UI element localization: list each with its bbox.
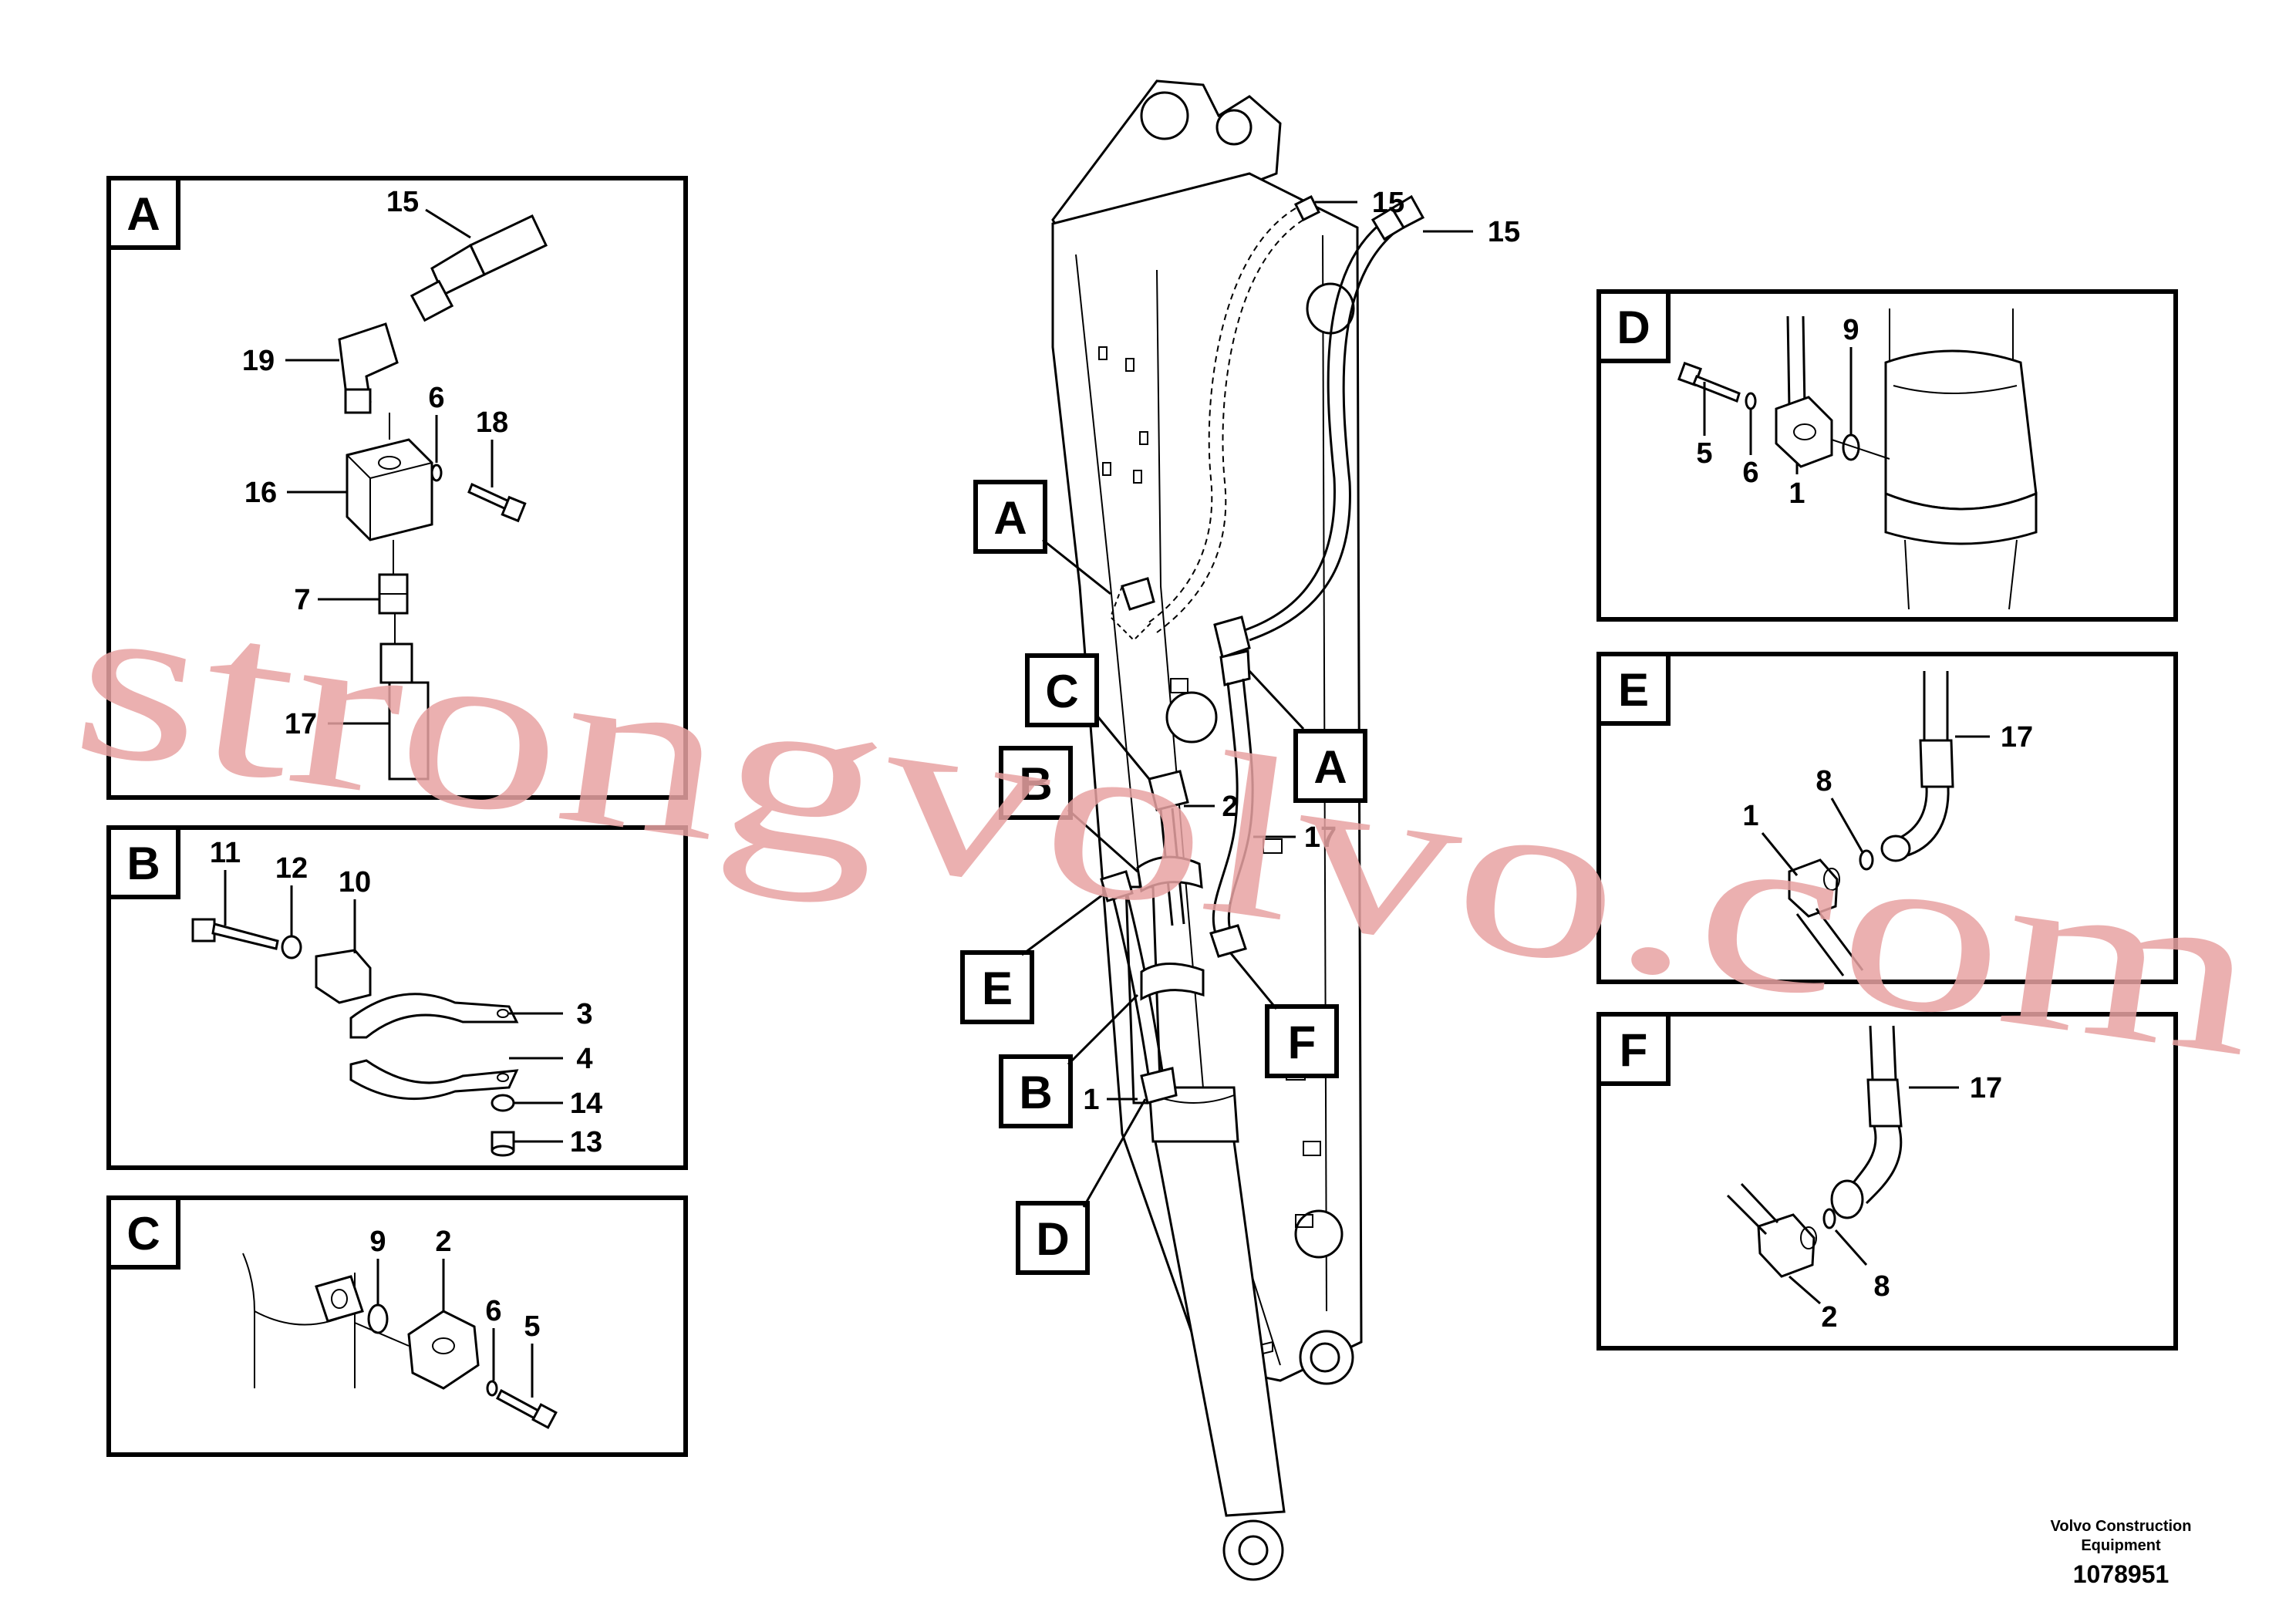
valve-block-a [1109,577,1251,686]
callout-9-c: 9 [369,1226,386,1258]
panel-f-caption: F [1620,1024,1648,1076]
boom-assembly: A A C B E F B D 15 15 2 17 1 [960,79,1520,1581]
boom-callout-2: 2 [1222,791,1238,823]
callout-4: 4 [576,1043,592,1075]
detail-panel-b: B 11 12 10 3 [106,825,688,1170]
panel-b-caption: B [126,838,160,889]
detail-panel-a: A [106,176,688,800]
boom-callout-a-left: A [993,492,1027,544]
panel-a-caption: A [126,188,160,240]
clamp-half-4 [349,1059,519,1101]
boom-callout-1: 1 [1083,1084,1099,1116]
footer: Volvo Construction Equipment 1078951 [2051,1518,2192,1588]
callout-5-d: 5 [1696,437,1712,470]
washer-14 [491,1094,515,1112]
document-number: 1078951 [2073,1560,2170,1588]
boom-callout-f: F [1288,1017,1317,1068]
fitting-1-e [1788,858,1864,976]
hose-17-center [1209,678,1254,958]
callout-16: 16 [244,477,277,509]
block-16 [346,438,433,541]
o-ring-9 [367,1303,389,1334]
callout-15: 15 [386,186,419,218]
nipple-7 [378,573,409,615]
hose-15-upper [410,214,548,322]
fitting-2-f [1726,1182,1817,1278]
callout-17-e: 17 [2001,721,2033,754]
boom-callout-17: 17 [1304,821,1337,854]
callout-11: 11 [210,837,241,869]
pipe-2-center [1136,770,1205,1001]
hose-17-lower [379,642,430,781]
callout-2-c: 2 [435,1226,451,1258]
callout-14: 14 [570,1088,602,1120]
callout-17: 17 [285,708,317,740]
cylinder-d [1884,309,2038,610]
washer-12 [281,935,302,959]
hose-17-e [1880,671,1954,862]
bolt-5-c [496,1388,558,1429]
o-ring-8-f [1822,1208,1836,1229]
hose-15-left-dashed [1145,194,1321,633]
panel-d-caption: D [1617,302,1650,353]
detail-panel-f: F 17 8 2 [1596,1012,2178,1351]
clamp-half-3 [349,993,519,1039]
elbow-fitting-19 [338,322,399,414]
hose-17-f [1830,1025,1903,1219]
callout-2-f: 2 [1821,1301,1837,1334]
callout-1-d: 1 [1789,477,1805,510]
nut-13 [491,1131,515,1157]
bolt-11 [191,918,279,950]
boom-callout-c: C [1045,666,1078,717]
callout-3: 3 [576,998,592,1030]
hose-15-right [1237,194,1425,642]
o-ring-8-e [1859,849,1874,871]
detail-panel-d: D 9 5 6 [1596,289,2178,622]
pipe-1-d [1786,315,1806,410]
callout-6: 6 [428,382,444,414]
detail-panel-e: E 17 8 1 [1596,652,2178,984]
boom-callout-e: E [982,963,1013,1014]
detail-panel-c: C 9 2 6 5 [106,1195,688,1457]
boom-callout-b-upper: B [1019,758,1052,810]
washer-6-d [1745,392,1757,410]
callout-6-d: 6 [1742,457,1758,489]
panel-e-caption: E [1618,664,1649,716]
washer-6 [430,464,443,482]
callout-12: 12 [275,852,308,885]
panel-c-caption: C [126,1208,160,1259]
callout-1-e: 1 [1742,800,1758,832]
callout-5-c: 5 [524,1310,540,1343]
flange-1-d [1775,396,1833,468]
callout-19: 19 [242,345,275,377]
boom-callout-15-a: 15 [1372,187,1404,219]
callout-7: 7 [294,584,310,616]
callout-9-d: 9 [1843,314,1859,346]
callout-6-c: 6 [485,1295,501,1327]
flange-c [315,1275,364,1323]
callout-8-e: 8 [1816,765,1832,798]
callout-18: 18 [476,406,508,439]
washer-6-c [486,1380,498,1397]
callout-17-f: 17 [1970,1072,2002,1104]
boom-callout-b-lower: B [1019,1067,1052,1118]
boom-cylinder [1124,885,1286,1581]
boom-callout-15-b: 15 [1488,216,1520,248]
boom-callout-d: D [1036,1213,1069,1265]
callout-13: 13 [570,1126,602,1158]
boom-callout-a-right: A [1313,741,1347,793]
footer-credit-line2: Equipment [2081,1537,2161,1554]
footer-credit-line1: Volvo Construction [2051,1518,2192,1535]
callout-8-f: 8 [1873,1270,1890,1303]
bolt-18 [467,482,527,523]
callout-10: 10 [339,866,371,899]
